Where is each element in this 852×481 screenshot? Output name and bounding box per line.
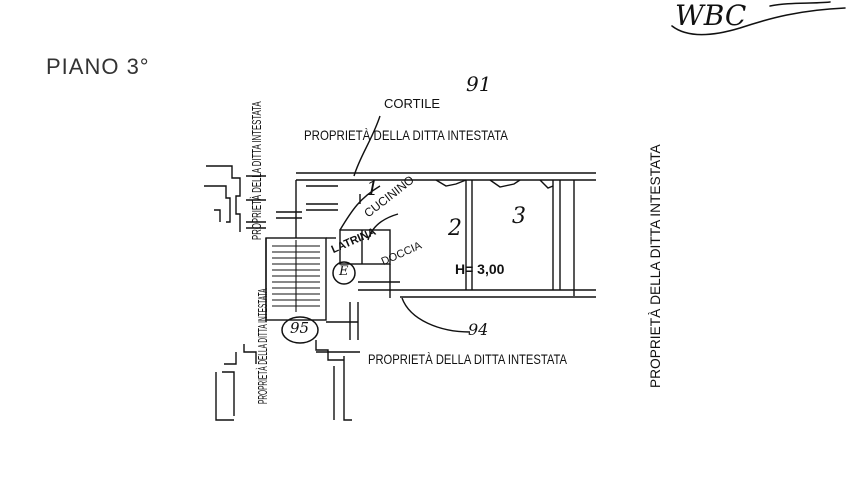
- note-top: 91: [466, 72, 492, 96]
- signature-scribble: [671, 1, 846, 36]
- property-left-lower-label: PROPRIETÀ DELLA DITTA INTESTATA: [255, 288, 270, 404]
- property-bottom-label: PROPRIETÀ DELLA DITTA INTESTATA: [368, 351, 567, 367]
- annotation-circles: [281, 261, 356, 344]
- height-label: H= 3,00: [455, 261, 505, 277]
- property-left-upper-label: PROPRIETÀ DELLA DITTA INTESTATA: [249, 101, 264, 240]
- cortile-label: CORTILE: [384, 96, 441, 111]
- property-right-label: PROPRIETÀ DELLA DITTA INTESTATA: [647, 144, 663, 388]
- note-bottom: 94: [468, 320, 489, 339]
- signature-text: WBC: [675, 0, 747, 32]
- room-number-2: 2: [448, 216, 462, 241]
- floor-label: PIANO 3°: [46, 54, 150, 79]
- wall-outlines: [204, 115, 596, 421]
- circle-e-label: E: [339, 264, 349, 279]
- room-number-1: 1: [366, 176, 379, 200]
- property-top-label: PROPRIETÀ DELLA DITTA INTESTATA: [304, 127, 508, 143]
- room-number-3: 3: [512, 204, 526, 229]
- circle-95-label: 95: [290, 319, 310, 337]
